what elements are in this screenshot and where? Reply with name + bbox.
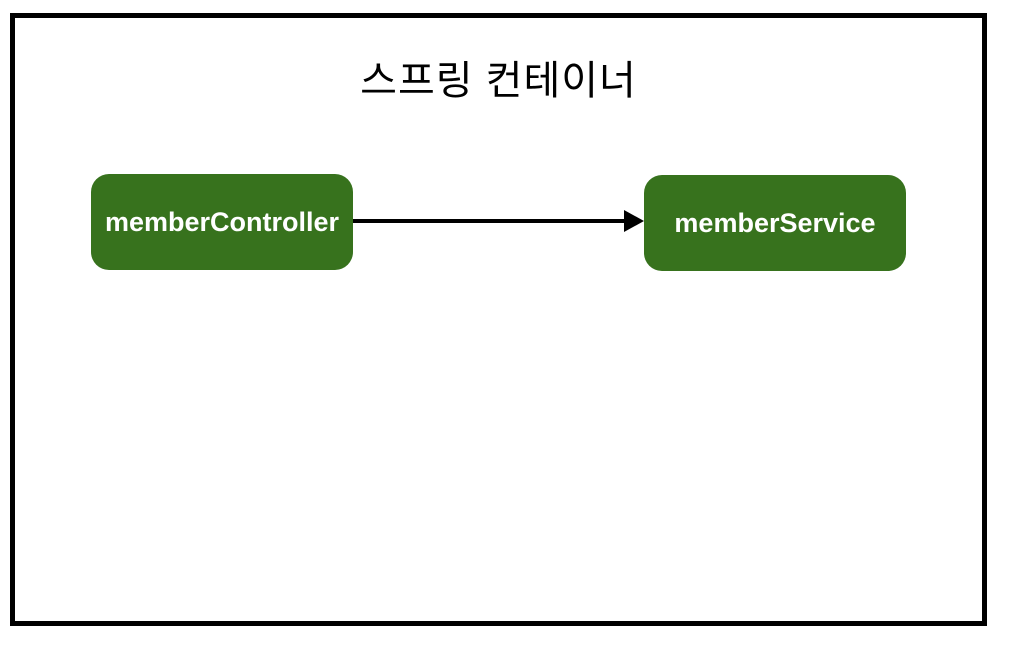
node-member-controller-label: memberController [104,206,340,237]
arrow-shaft [353,219,624,223]
dependency-arrow [353,201,644,241]
arrowhead-icon [624,210,644,232]
diagram-title: 스프링 컨테이너 [360,59,637,103]
node-member-service: memberService [644,175,906,271]
node-member-service-label: memberService [674,207,876,238]
spring-container-frame: 스프링 컨테이너 memberController memberService [10,13,987,626]
node-member-controller: memberController [91,174,353,270]
